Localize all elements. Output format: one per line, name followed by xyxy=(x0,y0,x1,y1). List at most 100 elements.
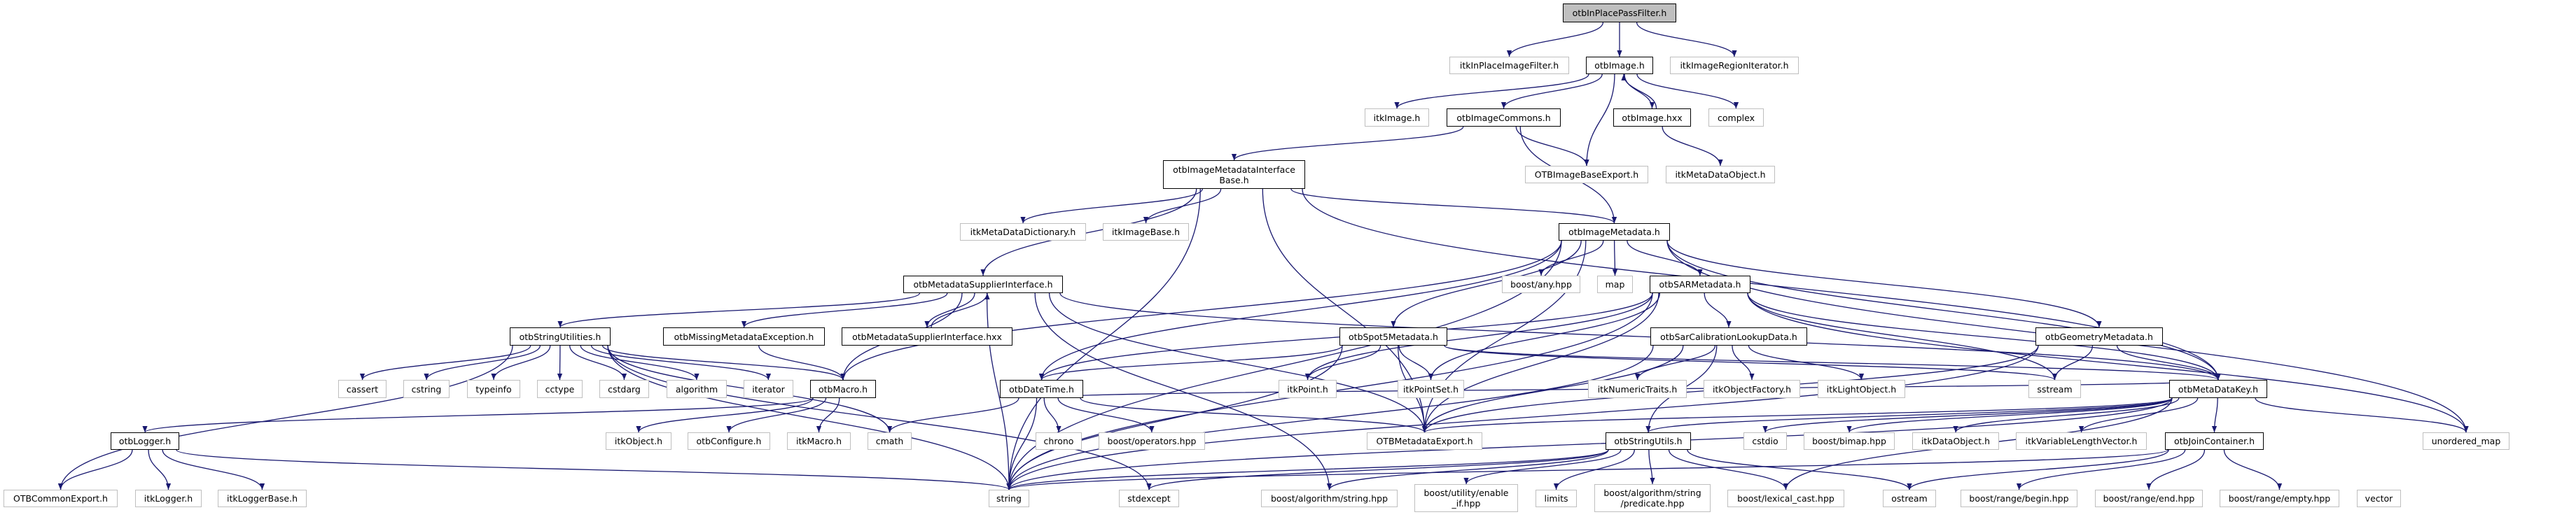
node-itkmacro-h: itkMacro.h xyxy=(787,432,851,450)
node-boost-lexical-cast-hpp: boost/lexical_cast.hpp xyxy=(1727,490,1844,507)
edge-otbsarcalibrationlookupdata-h-to-itkobjectfactory-h xyxy=(1732,345,1755,381)
node-itkdataobject-h: itkDataObject.h xyxy=(1912,432,1999,450)
node-otblogger-h[interactable]: otbLogger.h xyxy=(111,432,179,450)
edge-otbgeometrymetadata-h-to-sstream xyxy=(2052,345,2094,381)
node-iterator: iterator xyxy=(744,380,793,398)
edge-otbstringutilities-h-to-string xyxy=(607,345,1012,490)
edge-otbsarmetadata-h-to-itkpointset-h xyxy=(1428,292,1660,381)
edge-otbdatetime-h-to-chrono xyxy=(1043,397,1061,433)
node-otbmetadatasupplierinterface-hxx[interactable]: otbMetadataSupplierInterface.hxx xyxy=(842,327,1012,346)
edge-otbjoincontainer-h-to-boost-range-empty-hpp xyxy=(2223,449,2283,490)
node-itkimageregioniterator-h: itkImageRegionIterator.h xyxy=(1670,57,1799,74)
edge-otbstringutils-h-to-ostream xyxy=(1687,449,1912,490)
edge-otbspot5metadata-h-to-sstream xyxy=(1444,345,2057,381)
node-boost-range-empty-hpp: boost/range/empty.hpp xyxy=(2220,490,2339,507)
node-otbsarmetadata-h[interactable]: otbSARMetadata.h xyxy=(1650,276,1750,293)
edge-otbimagemetadata-h-to-otbmacro-h xyxy=(840,240,1562,381)
node-otbmetadatasupplierinterface-h[interactable]: otbMetadataSupplierInterface.h xyxy=(903,276,1063,293)
edge-otbimagemetadatainterface-base-h-to-otbimagemetadata-h xyxy=(1290,188,1617,224)
edge-otbstringutils-h-to-boost-utility-enable-if-hpp xyxy=(1463,449,1622,485)
node-cctype: cctype xyxy=(537,380,583,398)
node-ostream: ostream xyxy=(1883,490,1936,507)
node-otbcommonexport-h: OTBCommonExport.h xyxy=(4,490,118,507)
edge-otbimagemetadatainterface-base-h-to-string xyxy=(1006,188,1201,490)
edge-otbspot5metadata-h-to-itkpoint-h xyxy=(1304,345,1381,381)
node-algorithm: algorithm xyxy=(667,380,727,398)
edge-otbmetadatasupplierinterface-h-to-otbmetadatakey-h xyxy=(1059,292,2221,381)
edge-otbstringutilities-h-to-cassert xyxy=(359,345,531,381)
edge-otbmissingmetadataexception-h-to-otbmacro-h xyxy=(758,345,846,381)
node-stdexcept: stdexcept xyxy=(1119,490,1179,507)
edge-otbspot5metadata-h-to-otbmetadatakey-h xyxy=(1444,345,2221,381)
edge-otbmetadatasupplierinterface-h-to-string xyxy=(986,292,1012,490)
node-itkmetadatadictionary-h: itkMetaDataDictionary.h xyxy=(960,223,1086,241)
edge-otbstringutilities-h-to-cstdarg xyxy=(569,345,627,381)
edge-otbsarcalibrationlookupdata-h-to-otbmetadataexport-h xyxy=(1421,345,1684,433)
node-otbspot5metadata-h[interactable]: otbSpot5Metadata.h xyxy=(1339,327,1447,346)
node-boost-any-hpp: boost/any.hpp xyxy=(1502,276,1580,293)
edge-otbstringutilities-h-to-cstring xyxy=(424,345,541,381)
edge-otbimagemetadata-h-to-boost-any-hpp xyxy=(1538,240,1604,276)
node-itkpointset-h: itkPointSet.h xyxy=(1398,380,1464,398)
node-boost-range-end-hpp: boost/range/end.hpp xyxy=(2095,490,2203,507)
edge-otbjoincontainer-h-to-boost-range-end-hpp xyxy=(2146,449,2206,490)
edge-otbstringutilities-h-to-otbcommonexport-h xyxy=(57,345,513,490)
node-itkobjectfactory-h: itkObjectFactory.h xyxy=(1704,380,1800,398)
edge-otbspot5metadata-h-to-itkpointset-h xyxy=(1398,345,1434,381)
node-otbgeometrymetadata-h[interactable]: otbGeometryMetadata.h xyxy=(2035,327,2163,346)
edge-otbmacro-h-to-itkmacro-h xyxy=(816,397,840,433)
node-cstdarg: cstdarg xyxy=(599,380,649,398)
edge-otbmetadatakey-h-to-otbstringutils-h xyxy=(1645,397,2173,433)
edge-otbmacro-h-to-otbconfigure-h xyxy=(726,397,827,433)
node-otbmetadatakey-h[interactable]: otbMetaDataKey.h xyxy=(2169,380,2267,398)
edge-otbmetadatakey-h-to-otbmetadataexport-h xyxy=(1422,397,2173,433)
node-otbmacro-h[interactable]: otbMacro.h xyxy=(810,380,876,398)
edge-otblogger-h-to-string xyxy=(176,449,1012,490)
node-itkimagebase-h: itkImageBase.h xyxy=(1103,223,1189,241)
edge-otbdatetime-h-to-cmath xyxy=(886,397,1019,433)
node-boost-operators-hpp: boost/operators.hpp xyxy=(1099,432,1205,450)
node-boost-utility-enable-if-hpp: boost/utility/enable _if.hpp xyxy=(1414,484,1518,512)
node-otbimagemetadata-h[interactable]: otbImageMetadata.h xyxy=(1559,223,1670,241)
node-otbimagemetadatainterface-base-h[interactable]: otbImageMetadataInterface Base.h xyxy=(1163,160,1305,189)
edge-otbstringutilities-h-to-iterator xyxy=(590,345,772,381)
node-otbinplacepassfilter-h: otbInPlacePassFilter.h xyxy=(1563,3,1676,22)
node-otbimage-h[interactable]: otbImage.h xyxy=(1586,57,1653,74)
edge-otbmetadatakey-h-to-otbjoincontainer-h xyxy=(2211,397,2218,433)
edge-otbimagemetadatainterface-base-h-to-otbmetadatasupplierinterface-h xyxy=(980,188,1197,276)
node-otbsarcalibrationlookupdata-h[interactable]: otbSarCalibrationLookupData.h xyxy=(1650,327,1807,346)
node-otbjoincontainer-h[interactable]: otbJoinContainer.h xyxy=(2165,432,2264,450)
node-chrono: chrono xyxy=(1036,432,1082,450)
edge-otbmetadatasupplierinterface-h-to-boost-algorithm-string-hpp xyxy=(1034,292,1332,490)
node-typeinfo: typeinfo xyxy=(467,380,520,398)
edge-otblogger-h-to-otbcommonexport-h xyxy=(57,449,133,490)
node-map: map xyxy=(1597,276,1633,293)
node-itklightobject-h: itkLightObject.h xyxy=(1818,380,1905,398)
node-otbimagebaseexport-h: OTBImageBaseExport.h xyxy=(1525,166,1648,183)
node-cmath: cmath xyxy=(868,432,912,450)
edge-otbimage-h-to-itkimage-h xyxy=(1394,73,1589,109)
edge-otblogger-h-to-itkloggerbase-h xyxy=(162,449,265,490)
edge-otbdatetime-h-to-string xyxy=(1006,397,1038,490)
node-otbmissingmetadataexception-h[interactable]: otbMissingMetadataException.h xyxy=(663,327,825,346)
edge-otbsarmetadata-h-to-otbmetadatakey-h xyxy=(1747,292,2221,381)
edge-otbdatetime-h-to-boost-operators-hpp xyxy=(1057,397,1155,433)
node-boost-bimap-hpp: boost/bimap.hpp xyxy=(1804,432,1895,450)
edge-otbsarcalibrationlookupdata-h-to-string xyxy=(1006,345,1654,490)
edge-otbsarmetadata-h-to-sstream xyxy=(1747,292,2058,381)
edge-otbimage-hxx-to-itkmetadataobject-h xyxy=(1662,126,1723,167)
node-otbimage-hxx[interactable]: otbImage.hxx xyxy=(1613,108,1691,127)
node-otbstringutils-h[interactable]: otbStringUtils.h xyxy=(1606,432,1691,450)
node-otbstringutilities-h[interactable]: otbStringUtilities.h xyxy=(510,327,611,346)
edge-otbstringutils-h-to-boost-algorithm-string-predicate-hpp xyxy=(1648,449,1655,485)
edge-otbgeometrymetadata-h-to-string xyxy=(1006,345,2039,490)
edge-otbmetadatasupplierinterface-h-to-otbstringutilities-h xyxy=(557,292,921,328)
edge-otbimage-h-to-otbimage-hxx xyxy=(1624,73,1655,109)
edge-otbmetadatasupplierinterface-h-to-otbmetadatasupplierinterface-hxx xyxy=(924,292,975,328)
edge-otbimage-h-to-complex xyxy=(1636,73,1739,109)
edge-otbimagemetadata-h-to-string xyxy=(1006,240,1562,490)
node-otbdatetime-h[interactable]: otbDateTime.h xyxy=(1000,380,1083,398)
edge-otbmetadatasupplierinterface-h-to-otbmetadataexport-h xyxy=(1048,292,1428,433)
node-cstring: cstring xyxy=(403,380,450,398)
node-otbimagecommons-h[interactable]: otbImageCommons.h xyxy=(1447,108,1561,127)
